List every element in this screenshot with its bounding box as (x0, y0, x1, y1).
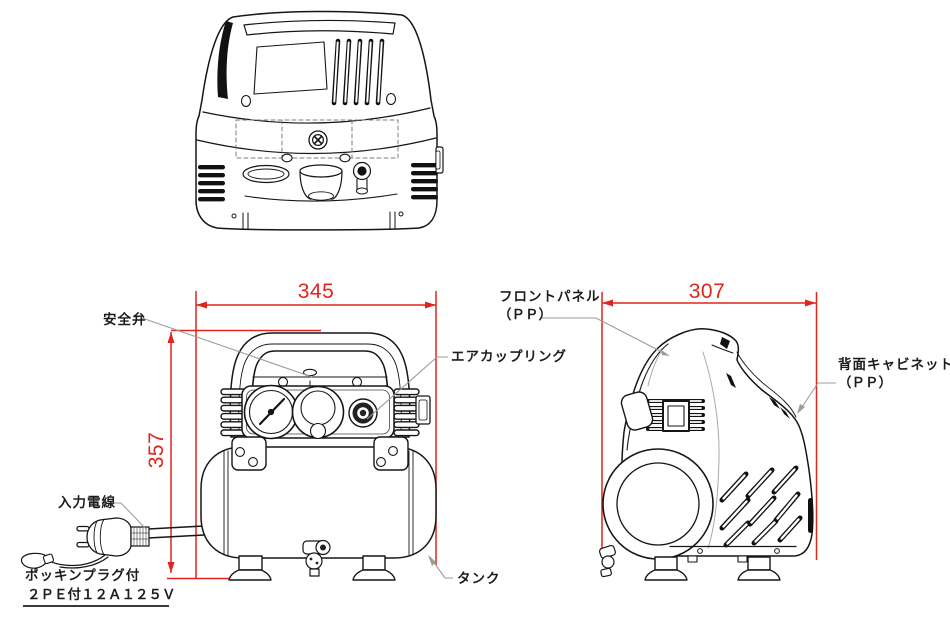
label-air-coupling: エアカップリング (451, 349, 567, 364)
plug-text-underline (23, 605, 169, 607)
label-rear-cabinet: 背面キャビネット (838, 357, 950, 372)
front-feet (228, 555, 396, 581)
front-view-drawing (20, 332, 437, 581)
pressure-gauge (243, 384, 299, 440)
mount-brackets (231, 436, 409, 471)
label-front-panel: フロントパネル (499, 289, 601, 304)
top-coupling (352, 161, 372, 195)
side-feet (644, 556, 781, 581)
dimension-front-width: 345 (297, 280, 335, 303)
leader-rear-cabinet (799, 382, 836, 411)
dimension-front-height: 357 (145, 431, 168, 469)
top-vent-slots (331, 38, 385, 106)
dimension-lines (167, 291, 818, 580)
leader-lines (112, 317, 836, 579)
label-tank: タンク (457, 571, 501, 586)
side-vents (719, 465, 803, 548)
drain-valve (302, 539, 331, 577)
hidden-lines (235, 119, 399, 159)
label-front-panel-material: （ＰＰ） (498, 307, 552, 322)
tank-end-ribs (198, 163, 438, 202)
side-panel-tab (620, 391, 654, 431)
safety-valve (302, 368, 318, 386)
center-screw (308, 130, 328, 150)
power-plug (20, 517, 150, 569)
air-coupling-part (348, 398, 378, 428)
leader-front-panel (540, 317, 663, 353)
dimension-arrowheads (167, 299, 816, 573)
front-tank (200, 446, 437, 559)
regulator-knob (291, 385, 345, 440)
side-view-drawing (598, 328, 814, 581)
leader-air-coupling (366, 356, 448, 420)
leader-input-wire (112, 502, 148, 531)
side-drain (598, 544, 616, 578)
label-plug-line1: ポッキンプラグ付 (25, 568, 141, 583)
label-rear-cabinet-material: （ＰＰ） (838, 375, 892, 390)
label-safety-valve: 安全弁 (103, 312, 147, 327)
leader-tank (429, 556, 453, 579)
power-cord (147, 525, 205, 539)
control-panel (241, 384, 395, 440)
label-plug-line2: ２ＰＥ付１２Ａ１２５Ｖ (27, 587, 176, 602)
label-input-wire: 入力電線 (58, 495, 116, 510)
leader-arrowheads (428, 349, 805, 566)
dimension-side-depth: 307 (688, 280, 726, 303)
top-view-drawing (195, 10, 444, 231)
side-tank-end (602, 448, 714, 560)
leader-safety-valve (141, 317, 313, 378)
